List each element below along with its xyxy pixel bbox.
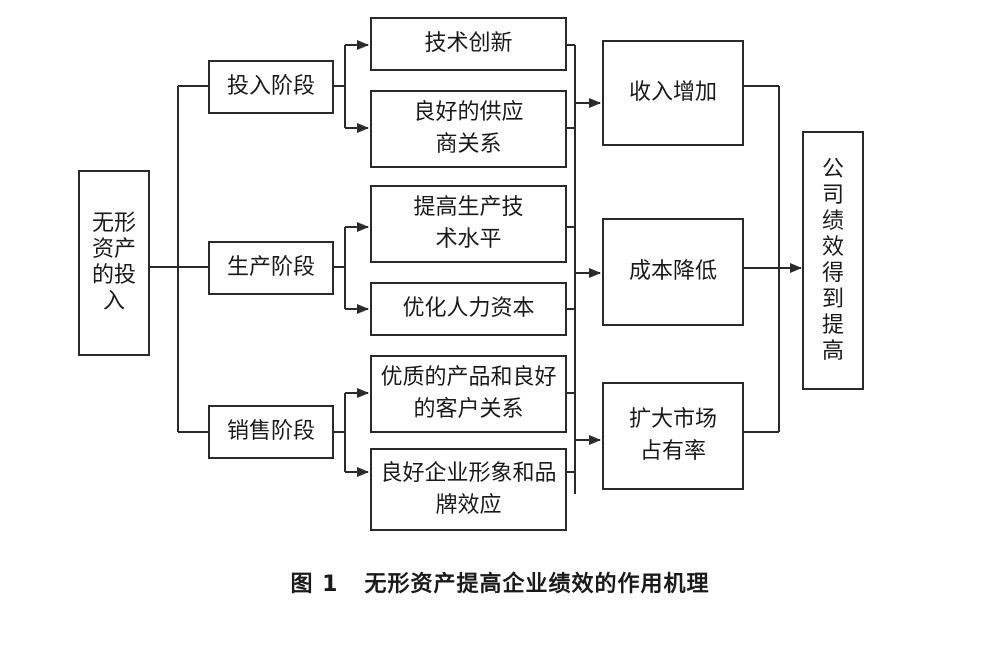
factor-supplier-relations-label: 良好的供应商关系: [413, 100, 524, 157]
factor-tech-innovation-label: 技术创新: [424, 31, 513, 56]
factor-tech-innovation: 技术创新: [370, 17, 567, 71]
stage-sales: 销售阶段: [208, 405, 334, 459]
effect-revenue-increase-label: 收入增加: [628, 80, 717, 105]
figure-number: 图 1: [290, 572, 339, 597]
stage-investment: 投入阶段: [208, 60, 334, 114]
factor-production-tech-label: 提高生产技术水平: [413, 195, 524, 252]
factor-human-capital: 优化人力资本: [370, 282, 567, 336]
effect-revenue-increase: 收入增加: [602, 40, 744, 146]
outcome-node: 公司绩效得到提高: [802, 131, 864, 390]
root-label: 无形资产的投入: [91, 211, 136, 314]
root-node: 无形资产的投入: [78, 170, 150, 356]
factor-customer-relations: 优质的产品和良好的客户关系: [370, 355, 567, 433]
stage-sales-label: 销售阶段: [226, 419, 315, 444]
effect-cost-reduction: 成本降低: [602, 218, 744, 326]
effect-market-share-label: 扩大市场占有率: [628, 407, 717, 464]
factor-supplier-relations: 良好的供应商关系: [370, 90, 567, 168]
factor-human-capital-label: 优化人力资本: [402, 296, 535, 321]
effect-cost-reduction-label: 成本降低: [628, 259, 717, 284]
factor-brand-image-label: 良好企业形象和品牌效应: [380, 460, 557, 518]
effect-market-share: 扩大市场占有率: [602, 382, 744, 490]
stage-production: 生产阶段: [208, 241, 334, 295]
factor-brand-image: 良好企业形象和品牌效应: [370, 448, 567, 531]
stage-production-label: 生产阶段: [226, 255, 315, 280]
factor-production-tech: 提高生产技术水平: [370, 185, 567, 263]
figure-title: 无形资产提高企业绩效的作用机理: [364, 572, 710, 597]
factor-customer-relations-label: 优质的产品和良好的客户关系: [380, 365, 557, 422]
figure-caption: 图 1 无形资产提高企业绩效的作用机理: [0, 566, 1000, 598]
outcome-label: 公司绩效得到提高: [821, 156, 844, 364]
stage-investment-label: 投入阶段: [226, 74, 315, 99]
